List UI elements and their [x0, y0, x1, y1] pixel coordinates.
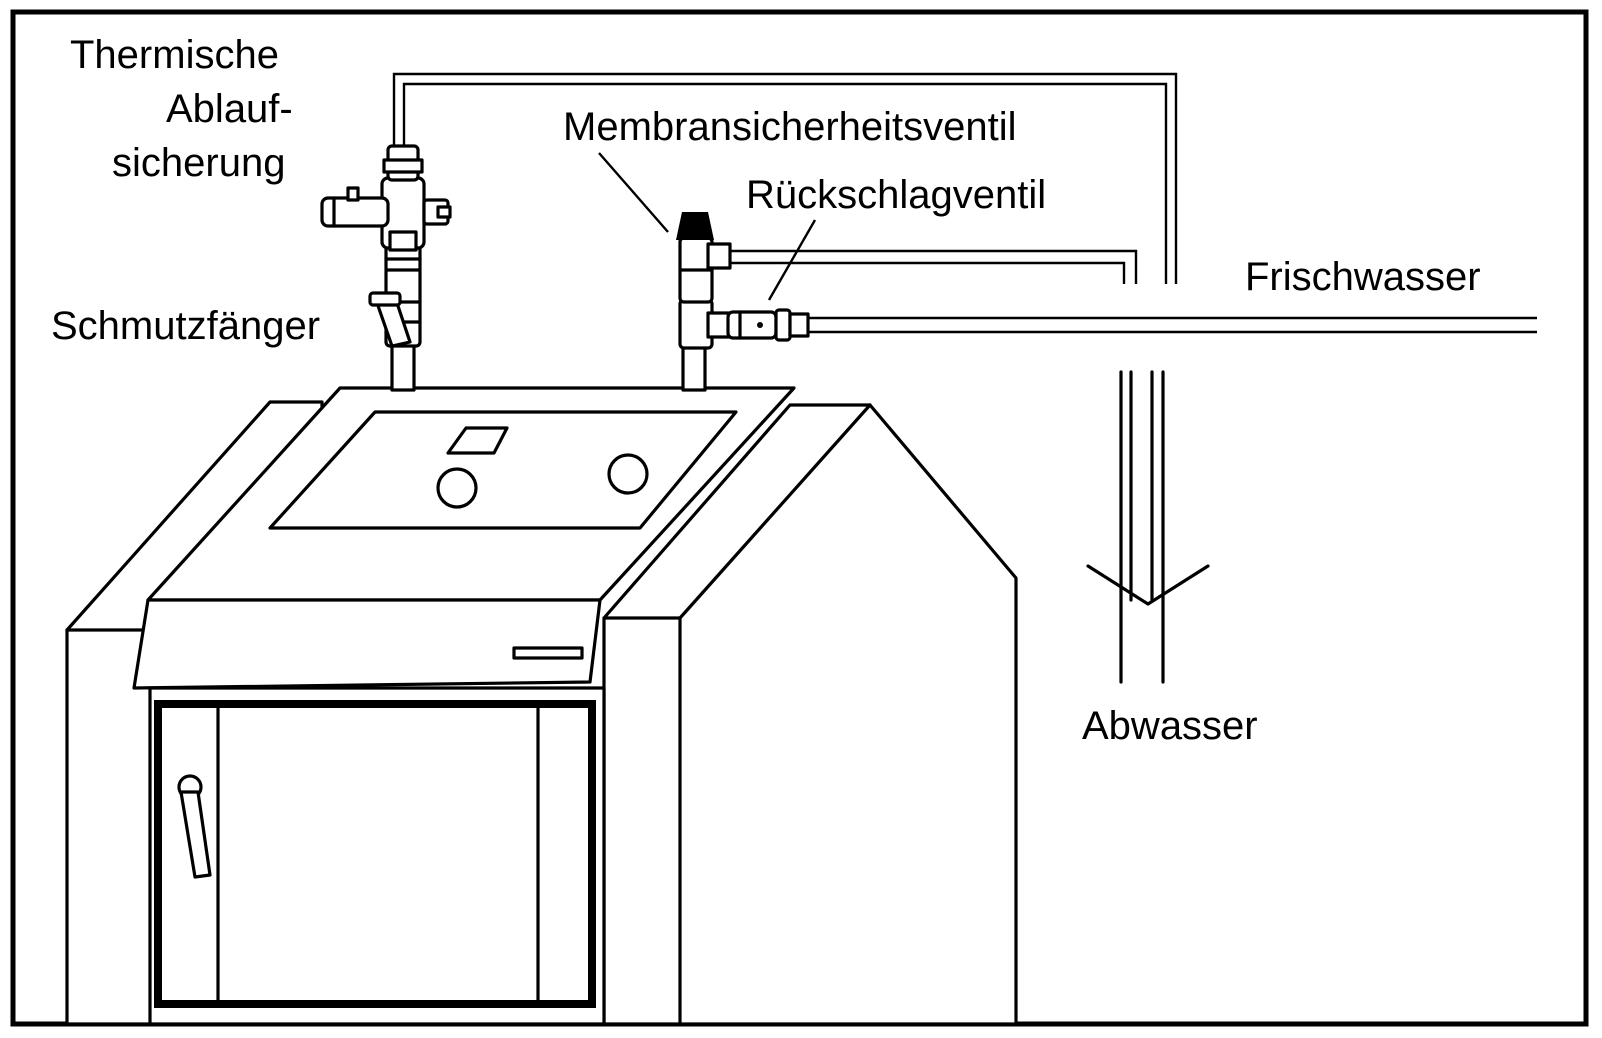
control-display: [446, 426, 509, 455]
fascia-slot: [512, 646, 584, 660]
label-thermal-line1: Thermische: [70, 33, 279, 77]
fresh-water-pipe: [805, 316, 1537, 334]
control-knob-right: [607, 453, 649, 495]
boiler-front-body: [148, 686, 606, 1026]
boiler-front-fascia: [132, 598, 602, 690]
leader-membrane-valve: [598, 152, 669, 233]
check-valve-body: [726, 310, 778, 340]
boiler: [65, 386, 1018, 1026]
label-strainer: Schmutzfänger: [51, 304, 321, 348]
discharge-pipe-thermal: [392, 72, 1178, 284]
door-handle: [179, 790, 212, 879]
label-thermal-line3: sicherung: [112, 141, 286, 185]
label-check-valve: Rückschlagventil: [746, 173, 1047, 217]
label-membrane-valve: Membransicherheitsventil: [563, 105, 1017, 149]
drain-funnel: [1086, 564, 1210, 606]
label-waste-water: Abwasser: [1082, 704, 1258, 748]
thermal-safety-assembly: [320, 144, 452, 392]
label-thermal-line2: Ablauf-: [166, 87, 293, 131]
discharge-pipe-membrane: [728, 249, 1138, 284]
boiler-control-panel: [268, 410, 738, 530]
thermal-sensor: [320, 196, 390, 228]
drain-pipes: [1086, 370, 1210, 684]
leader-check-valve: [767, 219, 817, 301]
safety-valve-assembly: [676, 212, 810, 392]
membrane-valve-cap: [676, 212, 714, 240]
label-fresh-water: Frischwasser: [1245, 255, 1481, 299]
control-knob-left: [436, 467, 478, 509]
boiler-door: [154, 700, 596, 1008]
